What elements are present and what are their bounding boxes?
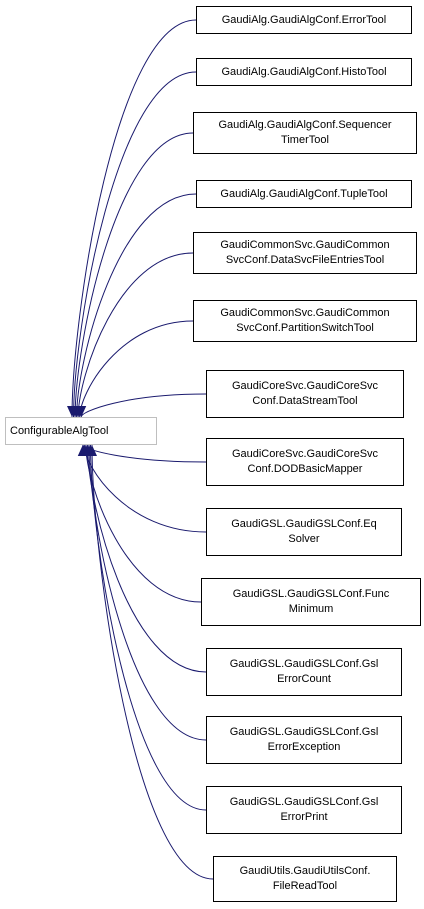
node-label-line: Minimum <box>288 603 334 615</box>
node-label-line: GaudiGSL.GaudiGSLConf.Gsl <box>229 796 379 808</box>
node-label-line: Conf.DataStreamTool <box>252 395 358 407</box>
inheritance-edge <box>73 71 197 418</box>
inheritance-edge <box>74 132 194 418</box>
inheritance-edge <box>71 19 197 418</box>
node-label-line: GaudiAlg.GaudiAlgConf.HistoTool <box>221 65 387 78</box>
inheritance-edge <box>80 393 207 418</box>
node-label-line: TimerTool <box>281 134 329 146</box>
node-gaudialg-gaudialgconf-histotool[interactable]: GaudiAlg.GaudiAlgConf.HistoTool <box>196 58 412 86</box>
inheritance-edge <box>82 444 207 463</box>
node-gaudialg-gaudialgconf-errortool[interactable]: GaudiAlg.GaudiAlgConf.ErrorTool <box>196 6 412 34</box>
node-label-line: GaudiAlg.GaudiAlgConf.Sequencer <box>218 119 392 131</box>
inheritance-edge <box>76 193 197 418</box>
node-label-line: GaudiAlg.GaudiAlgConf.TupleTool <box>220 187 388 200</box>
node-label-line: SvcConf.DataSvcFileEntriesTool <box>225 254 385 266</box>
node-label-line: GaudiGSL.GaudiGSLConf.Gsl <box>229 726 379 738</box>
node-label-line: GaudiCommonSvc.GaudiCommon <box>220 239 390 251</box>
node-label-line: GaudiCoreSvc.GaudiCoreSvc <box>231 380 379 392</box>
node-label-line: ErrorCount <box>277 673 331 685</box>
inheritance-edge <box>88 444 207 741</box>
node-configurablealgtool[interactable]: ConfigurableAlgTool <box>5 417 157 445</box>
node-label-line: GaudiCoreSvc.GaudiCoreSvc <box>231 448 379 460</box>
node-label-line: GaudiUtils.GaudiUtilsConf. <box>239 865 371 877</box>
node-label-line: FileReadTool <box>272 880 338 892</box>
node-label-line: ErrorPrint <box>280 811 328 823</box>
inheritance-edge <box>91 444 214 880</box>
arrowhead <box>87 445 97 456</box>
node-label: ConfigurableAlgTool <box>10 424 109 437</box>
arrowhead <box>76 406 87 417</box>
node-label-line: GaudiCommonSvc.GaudiCommon <box>220 307 390 319</box>
inheritance-edge <box>79 320 194 418</box>
node-label-line: Solver <box>288 533 320 545</box>
node-label-line: SvcConf.PartitionSwitchTool <box>236 322 374 334</box>
node-label-line: GaudiAlg.GaudiAlgConf.ErrorTool <box>221 13 387 26</box>
node-label-line: GaudiGSL.GaudiGSLConf.Gsl <box>229 658 379 670</box>
inheritance-edge <box>85 444 202 603</box>
node-label-line: GaudiGSL.GaudiGSLConf.Func <box>232 588 390 600</box>
node-gaudiutils-gaudiutilsconf-filereadtool[interactable]: GaudiUtils.GaudiUtilsConf. FileReadTool <box>213 856 397 902</box>
inheritance-edge <box>89 444 207 811</box>
node-gaudialg-gaudialgconf-tupletool[interactable]: GaudiAlg.GaudiAlgConf.TupleTool <box>196 180 412 208</box>
inheritance-edge <box>86 444 207 673</box>
inheritance-edge <box>77 252 194 418</box>
inheritance-edge <box>83 444 207 533</box>
node-label-line: ErrorException <box>267 741 341 753</box>
node-label-line: Conf.DODBasicMapper <box>247 463 363 475</box>
node-label-line: GaudiGSL.GaudiGSLConf.Eq <box>231 518 377 530</box>
